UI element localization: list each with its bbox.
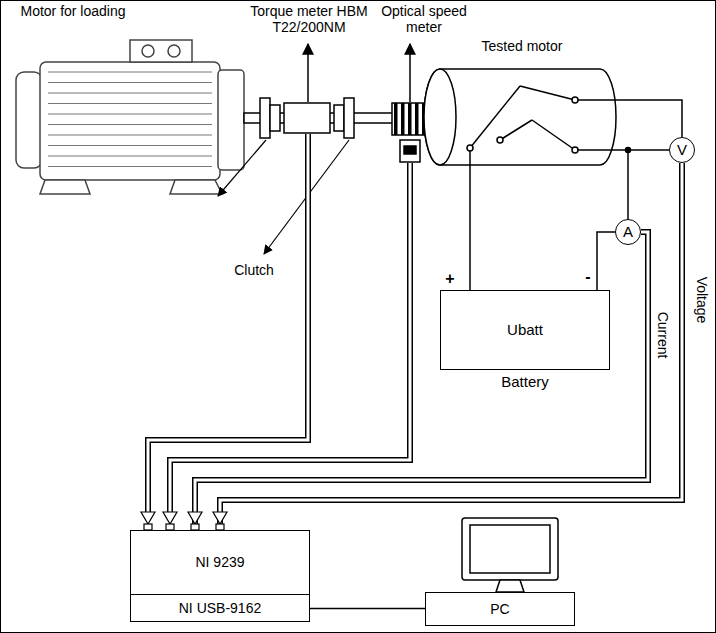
connector-plug bbox=[213, 512, 227, 524]
wire bbox=[310, 608, 425, 609]
part-label: Clutch bbox=[226, 262, 282, 278]
leader-arrow bbox=[218, 140, 266, 196]
part-label: Tested motor bbox=[462, 38, 582, 54]
node-text: NI 9239 bbox=[195, 554, 244, 570]
daq-module-box: NI 9239 bbox=[130, 530, 310, 595]
loading-motor bbox=[16, 40, 244, 194]
cable-core bbox=[195, 232, 648, 530]
voltmeter-circle: V bbox=[669, 137, 695, 163]
sensor-cable bbox=[148, 134, 410, 512]
connector-plug bbox=[163, 512, 177, 524]
connector-plug bbox=[188, 512, 202, 524]
leader-arrow bbox=[409, 44, 411, 102]
optical-speed-meter bbox=[392, 103, 426, 162]
clutch-disc bbox=[260, 98, 270, 138]
signal-cable bbox=[220, 163, 682, 530]
signal-label: Current bbox=[655, 312, 671, 359]
clutch-disc bbox=[344, 98, 354, 138]
cable-outline bbox=[220, 163, 682, 530]
connector-plug bbox=[141, 512, 155, 524]
part-label: Optical speed meter bbox=[378, 3, 470, 35]
torque-meter bbox=[284, 103, 330, 133]
leader-arrow bbox=[307, 44, 309, 102]
pc-monitor bbox=[462, 518, 558, 592]
pc-base-box: PC bbox=[425, 592, 575, 626]
wire bbox=[597, 232, 615, 290]
node-heading: Battery bbox=[441, 373, 609, 390]
shaft bbox=[244, 98, 440, 138]
node-text: V bbox=[677, 141, 687, 158]
signal-cable bbox=[195, 232, 648, 530]
cable-outline bbox=[195, 232, 648, 530]
part-label: + bbox=[440, 270, 460, 288]
ammeter-circle: A bbox=[615, 219, 641, 245]
node-text: Ubatt bbox=[507, 321, 543, 338]
node-text: PC bbox=[490, 601, 509, 617]
part-label: - bbox=[578, 268, 598, 286]
node-text: A bbox=[623, 223, 633, 240]
battery-box: UbattBattery bbox=[440, 290, 610, 370]
signal-label: Voltage bbox=[694, 277, 710, 324]
node-text: NI USB-9162 bbox=[179, 600, 261, 616]
wire-path bbox=[310, 608, 425, 610]
wire-path bbox=[597, 232, 615, 290]
cable-core bbox=[220, 163, 682, 530]
part-label: Motor for loading bbox=[18, 3, 128, 19]
part-label: Torque meter HBM T22/200NM bbox=[246, 3, 372, 35]
usb-carrier-box: NI USB-9162 bbox=[130, 595, 310, 622]
